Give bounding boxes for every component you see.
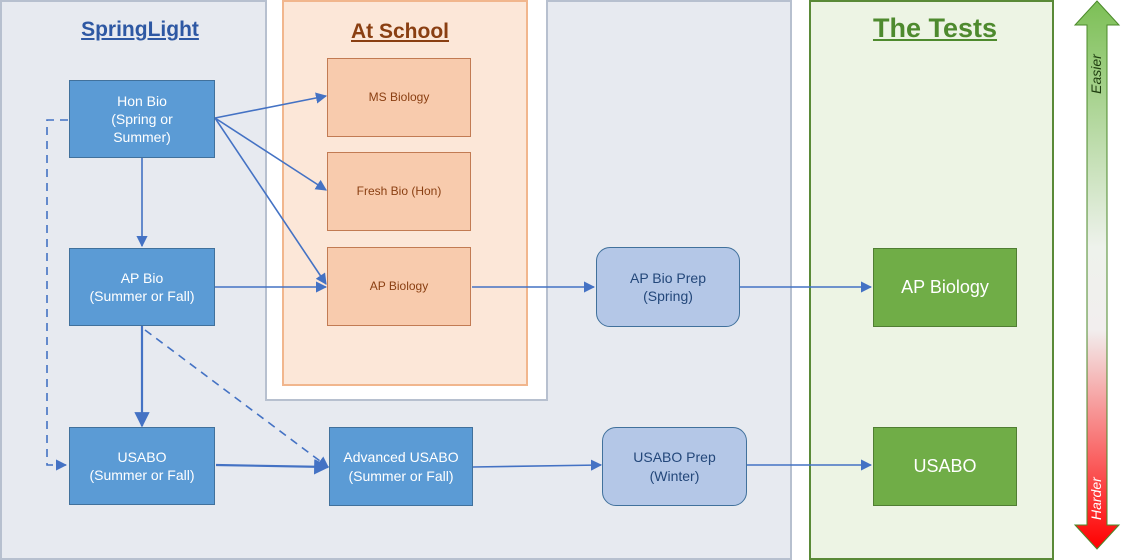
arrow-advanced-usabo-to-usaboprep — [472, 459, 603, 471]
ap-bio-course-box: AP Bio (Summer or Fall) — [69, 248, 215, 326]
difficulty-scale-arrow — [1073, 0, 1121, 550]
usabo-course-box: USABO (Summer or Fall) — [69, 427, 215, 505]
arrow-honbio-to-apbiology — [214, 117, 327, 285]
easier-label: Easier — [1088, 54, 1104, 94]
ap-bio-prep-box: AP Bio Prep (Spring) — [596, 247, 740, 327]
harder-label: Harder — [1088, 477, 1104, 520]
arrow-apbio-to-advanced-usabo-dashed — [144, 329, 329, 468]
arrow-honbio-to-msbiology — [214, 92, 328, 119]
usabo-test-box: USABO — [873, 427, 1017, 506]
at-school-title: At School — [351, 20, 449, 43]
ms-biology-box: MS Biology — [327, 58, 471, 137]
hon-bio-course-box: Hon Bio (Spring or Summer) — [69, 80, 215, 158]
usabo-prep-box: USABO Prep (Winter) — [602, 427, 747, 506]
advanced-usabo-box: Advanced USABO (Summer or Fall) — [329, 427, 473, 506]
arrow-honbio-to-usabo-dashed — [46, 119, 68, 471]
ap-biology-test-box: AP Biology — [873, 248, 1017, 327]
arrow-usabo-to-advanced-usabo — [215, 459, 330, 475]
fresh-bio-box: Fresh Bio (Hon) — [327, 152, 471, 231]
springlight-title: SpringLight — [81, 18, 199, 41]
ap-biology-school-box: AP Biology — [327, 247, 471, 326]
arrow-honbio-to-freshbio — [214, 117, 327, 191]
the-tests-title: The Tests — [872, 13, 998, 43]
